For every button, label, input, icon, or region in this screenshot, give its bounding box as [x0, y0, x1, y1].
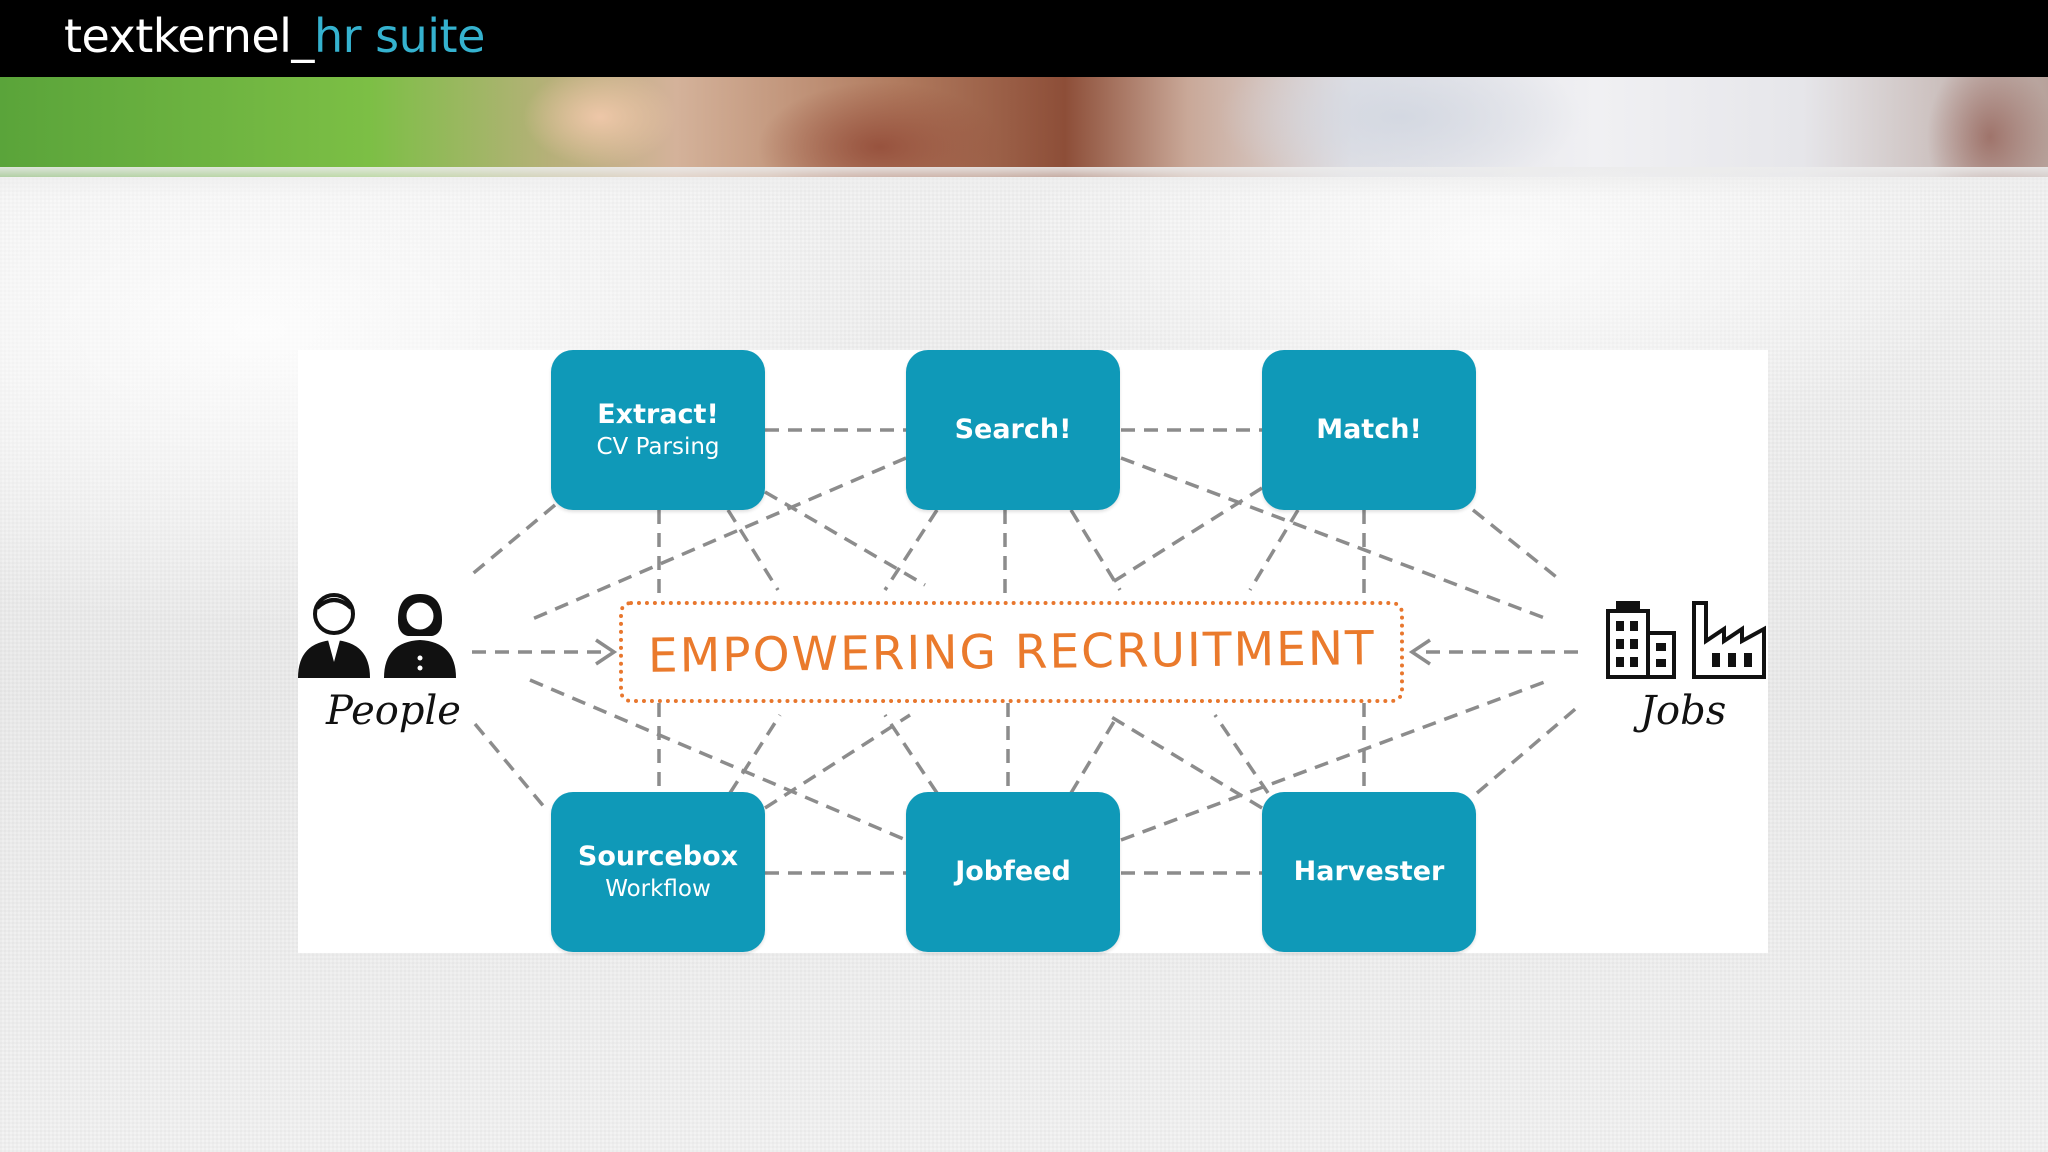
people-label: People: [326, 688, 461, 734]
module-match: Match!: [1262, 350, 1476, 510]
link-diag-20: [1475, 703, 1582, 795]
arrowhead-right: [1408, 638, 1431, 666]
header-photo-banner: [0, 77, 2048, 177]
brand-secondary: hr suite: [313, 9, 485, 63]
brand-logo: textkernel_hr suite: [64, 6, 485, 66]
link-diag-6: [1120, 456, 1551, 622]
hub-label: EMPOWERING RECRUITMENT: [647, 620, 1376, 684]
module-title: Match!: [1316, 414, 1422, 445]
link-diag-17: [1107, 713, 1263, 810]
arrowhead-left: [595, 638, 618, 666]
module-subtitle: Workflow: [605, 876, 711, 902]
link-diag-14: [883, 714, 939, 794]
module-title: Harvester: [1293, 856, 1445, 887]
module-title: Extract!: [597, 399, 719, 430]
link-diag-5: [1069, 509, 1122, 591]
link-diag-12: [764, 713, 911, 810]
people-icon: [294, 590, 462, 684]
link-diag-13: [728, 714, 782, 794]
module-jobfeed: Jobfeed: [906, 792, 1120, 952]
buildings-icon: [1604, 597, 1768, 685]
module-subtitle: CV Parsing: [596, 434, 720, 460]
module-title: Sourcebox: [577, 841, 739, 872]
link-diag-9: [468, 503, 557, 578]
jobs-label: Jobs: [1640, 688, 1727, 734]
module-harvester: Harvester: [1262, 792, 1476, 952]
module-title: Jobfeed: [955, 856, 1071, 887]
banner-fade: [0, 167, 2048, 197]
link-diag-16: [1120, 678, 1551, 842]
link-diag-15: [1069, 714, 1120, 794]
module-title: Search!: [954, 414, 1072, 445]
module-sourcebox: Sourcebox Workflow: [551, 792, 765, 952]
hub-box: EMPOWERING RECRUITMENT: [619, 601, 1404, 703]
link-diag-2: [726, 509, 780, 591]
link-diag-4: [883, 509, 939, 591]
link-diag-10: [1471, 508, 1562, 582]
module-search: Search!: [906, 350, 1120, 510]
link-diag-1: [764, 490, 926, 587]
module-extract: Extract! CV Parsing: [551, 350, 765, 510]
link-diag-8: [1248, 509, 1300, 591]
link-diag-19: [473, 722, 547, 810]
link-diag-7: [1107, 486, 1263, 587]
header-bar: textkernel_hr suite: [0, 0, 2048, 77]
brand-primary: textkernel_: [64, 9, 314, 63]
link-diag-18: [1213, 714, 1270, 794]
